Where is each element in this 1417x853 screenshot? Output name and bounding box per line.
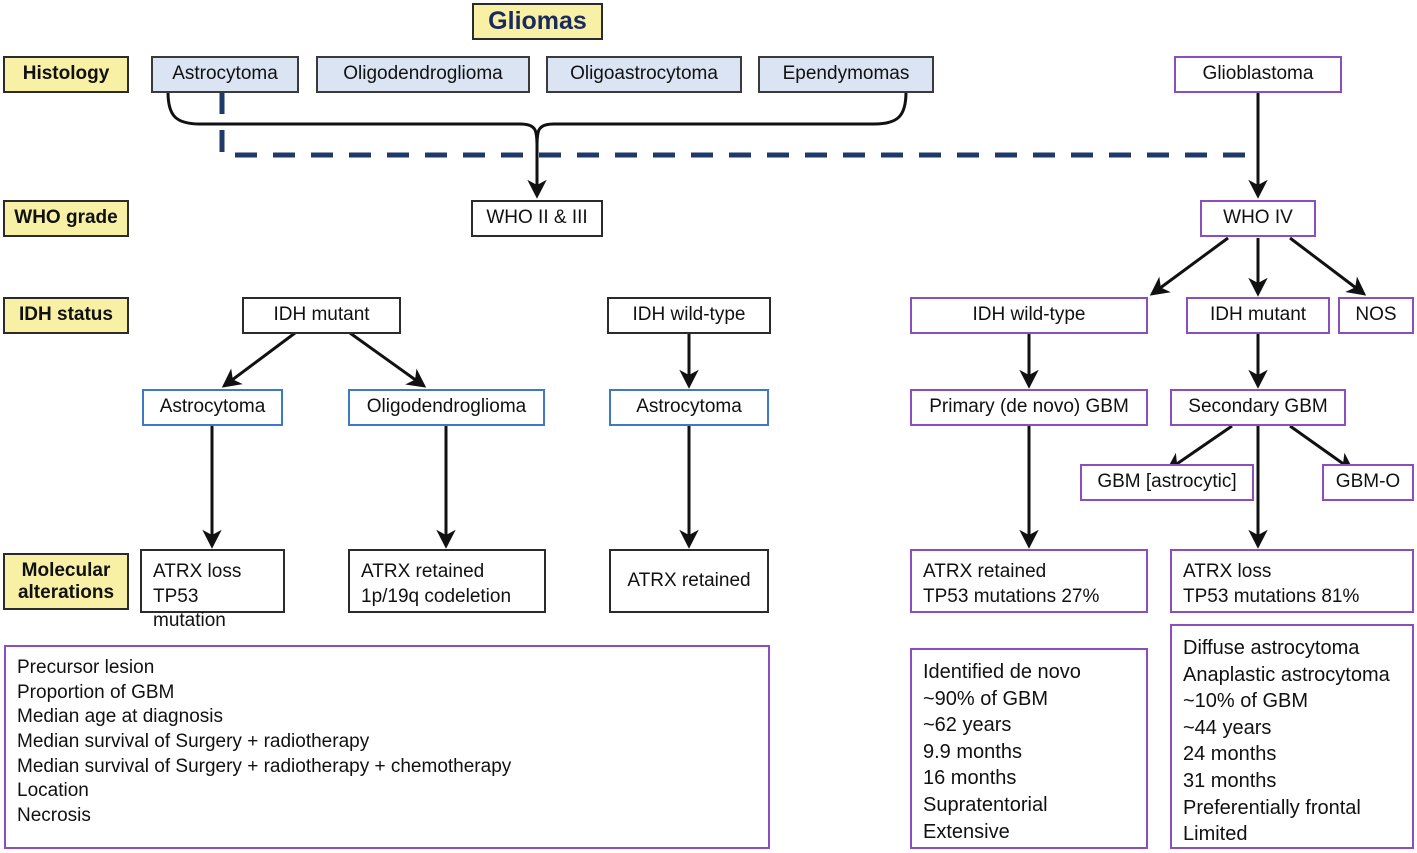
feature-row: Median survival of Surgery + radiotherap… (17, 755, 512, 777)
feature-row: Proportion of GBM (17, 681, 175, 703)
page-title: Gliomas (472, 3, 603, 40)
row-label-histology: Histology (3, 56, 129, 93)
value-row: Identified de novo (923, 661, 1081, 683)
who-grade-iv[interactable]: WHO IV (1200, 200, 1316, 237)
value-row: 9.9 months (923, 740, 1022, 763)
value-row: 16 months (923, 767, 1017, 790)
molecular-line: TP53 mutations 81% (1183, 585, 1360, 607)
subtype-secondary-gbm[interactable]: Secondary GBM (1170, 389, 1346, 426)
molecular-astrocytoma-mutant: ATRX loss TP53 mutation (140, 549, 285, 631)
value-row: ~90% of GBM (923, 687, 1049, 710)
value-row: Limited (1183, 823, 1248, 846)
molecular-line: TP53 mutations 27% (923, 585, 1100, 607)
idh-nos[interactable]: NOS (1338, 297, 1414, 334)
molecular-line: ATRX loss (153, 561, 242, 582)
idh-mutant-right[interactable]: IDH mutant (1186, 297, 1330, 334)
idh-wildtype-left[interactable]: IDH wild-type (607, 297, 771, 334)
feature-row: Precursor lesion (17, 657, 155, 678)
histology-oligodendroglioma[interactable]: Oligodendroglioma (316, 56, 530, 93)
molecular-oligodendroglioma-mutant: ATRX retained 1p/19q codeletion (348, 549, 546, 613)
molecular-label-line1: Molecular (21, 560, 111, 582)
value-row: Extensive (923, 820, 1010, 843)
subtype-gbm-o[interactable]: GBM-O (1322, 464, 1414, 501)
subtype-astrocytoma-mutant[interactable]: Astrocytoma (142, 389, 283, 426)
value-row: ~10% of GBM (1183, 690, 1309, 713)
idh-mutant-left[interactable]: IDH mutant (242, 297, 401, 334)
subtype-primary-gbm[interactable]: Primary (de novo) GBM (910, 389, 1148, 426)
molecular-line: ATRX retained (923, 561, 1047, 582)
subtype-gbm-astrocytic[interactable]: GBM [astrocytic] (1080, 464, 1254, 501)
feature-list-panel: Precursor lesion Proportion of GBM Media… (4, 645, 770, 849)
subtype-oligodendroglioma-mutant[interactable]: Oligodendroglioma (348, 389, 545, 426)
value-row: ~62 years (923, 714, 1012, 737)
primary-gbm-values-panel: Identified de novo ~90% of GBM ~62 years… (910, 648, 1148, 849)
molecular-line: 1p/19q codeletion (361, 585, 512, 607)
value-row: 24 months (1183, 743, 1277, 766)
molecular-line: ATRX retained (361, 561, 485, 582)
subtype-astrocytoma-wildtype[interactable]: Astrocytoma (609, 389, 769, 426)
molecular-secondary-gbm: ATRX loss TP53 mutations 81% (1170, 549, 1414, 613)
value-row: Anaplastic astrocytoma (1183, 663, 1390, 686)
value-row: Preferentially frontal (1183, 796, 1361, 819)
value-row: Supratentorial (923, 793, 1048, 816)
feature-row: Median age at diagnosis (17, 706, 223, 728)
value-row: ~44 years (1183, 716, 1272, 739)
molecular-primary-gbm: ATRX retained TP53 mutations 27% (910, 549, 1148, 613)
who-grade-ii-iii[interactable]: WHO II & III (471, 200, 603, 237)
value-row: 31 months (1183, 769, 1277, 792)
feature-row: Median survival of Surgery + radiotherap… (17, 731, 370, 753)
histology-glioblastoma[interactable]: Glioblastoma (1174, 56, 1342, 93)
row-label-who-grade: WHO grade (3, 200, 129, 237)
feature-row: Necrosis (17, 805, 91, 827)
molecular-line: TP53 mutation (153, 585, 226, 632)
row-label-molecular-alterations: Molecular alterations (3, 553, 129, 610)
molecular-line: ATRX loss (1183, 561, 1272, 582)
value-row: Diffuse astrocytoma (1183, 637, 1360, 659)
histology-astrocytoma[interactable]: Astrocytoma (151, 56, 299, 93)
row-label-idh-status: IDH status (3, 297, 129, 334)
histology-oligoastrocytoma[interactable]: Oligoastrocytoma (546, 56, 742, 93)
feature-row: Location (17, 780, 89, 802)
secondary-gbm-values-panel: Diffuse astrocytoma Anaplastic astrocyto… (1170, 624, 1414, 849)
idh-wildtype-right[interactable]: IDH wild-type (910, 297, 1148, 334)
molecular-label-line2: alterations (17, 581, 115, 603)
molecular-astrocytoma-wildtype: ATRX retained (609, 549, 769, 613)
histology-ependymomas[interactable]: Ependymomas (758, 56, 934, 93)
